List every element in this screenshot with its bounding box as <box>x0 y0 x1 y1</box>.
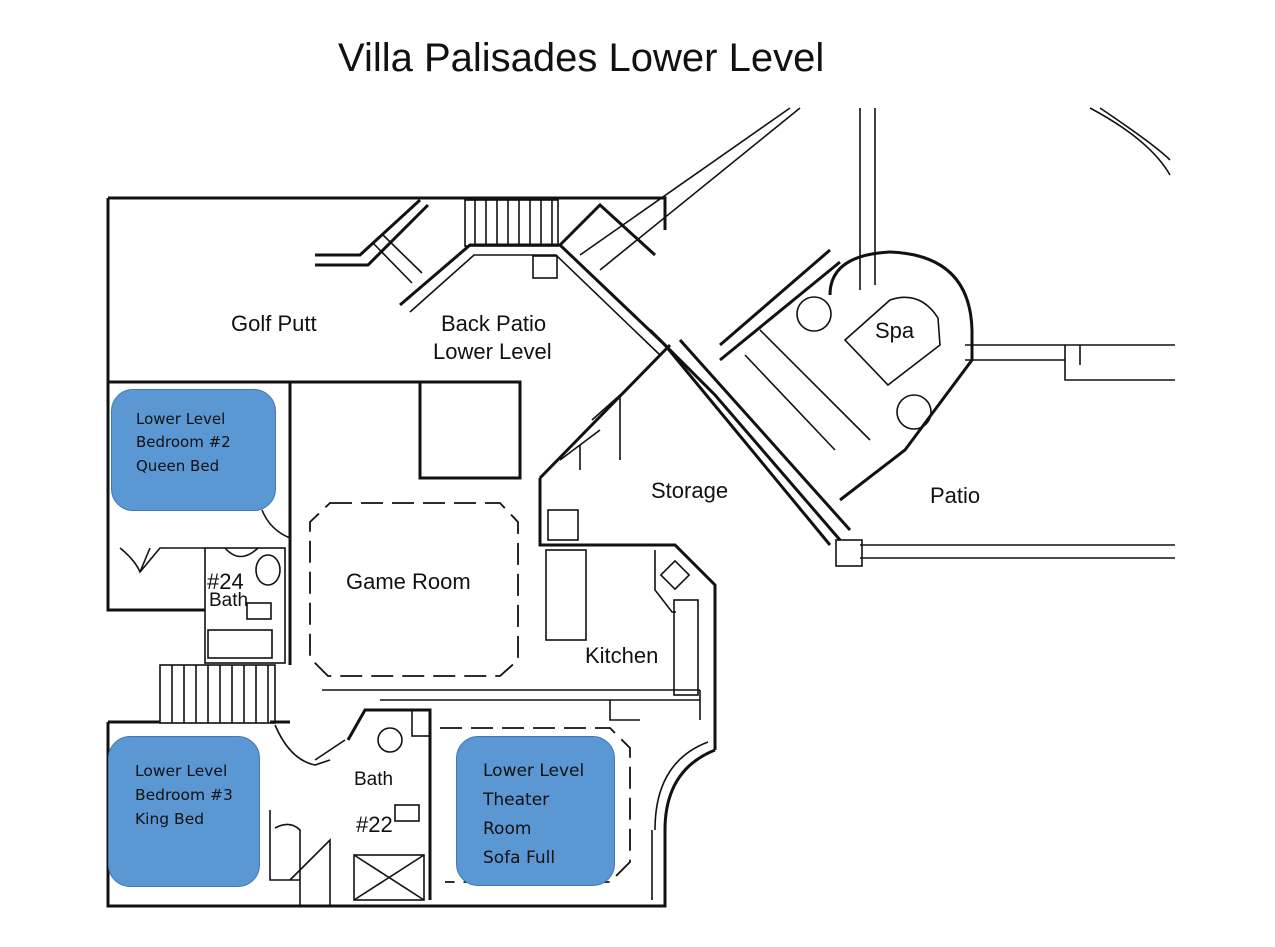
bedroom-2-door <box>261 509 291 539</box>
patio-walls <box>558 107 1175 567</box>
room-label-bath-22: Bath <box>354 769 393 790</box>
stairs-left <box>159 664 276 724</box>
bedroom-2-closet <box>119 547 205 574</box>
callout-line: King Bed <box>135 810 205 829</box>
room-label-back-patio-line2: Lower Level <box>433 339 552 364</box>
bedroom-2-callout: Lower Level Bedroom #2 Queen Bed <box>111 389 276 511</box>
theater-outline <box>440 727 631 883</box>
callout-line: Bedroom #2 <box>136 433 231 452</box>
room-label-kitchen: Kitchen <box>585 643 658 668</box>
bath-22-fixtures <box>346 708 432 901</box>
callout-line: Queen Bed <box>136 456 220 475</box>
bath-24-fixtures <box>204 547 286 664</box>
room-label-game-room: Game Room <box>346 569 471 594</box>
page-title: Villa Palisades Lower Level <box>338 36 825 80</box>
room-label-spa: Spa <box>875 318 915 343</box>
callout-line: Theater <box>483 789 550 810</box>
room-label-back-patio-line1: Back Patio <box>441 311 546 336</box>
callout-line: Lower Level <box>136 410 226 428</box>
hall-door-swings <box>269 724 346 905</box>
callout-line: Bedroom #3 <box>135 786 233 805</box>
game-room-outline <box>309 502 519 677</box>
bedroom-3-callout: Lower Level Bedroom #3 King Bed <box>108 736 260 887</box>
spa-structure <box>719 248 974 502</box>
room-label-bath-22-number: #22 <box>356 812 393 837</box>
callout-line: Sofa Full <box>483 847 556 868</box>
back-patio-rail <box>315 198 667 356</box>
theater-room-callout: Lower Level Theater Room Sofa Full <box>456 736 615 886</box>
room-label-bath-24: Bath <box>209 590 248 611</box>
exterior-walls <box>106 196 717 908</box>
callout-line: Lower Level <box>483 761 585 781</box>
room-label-bath-24-number: #24 <box>207 569 244 594</box>
callout-line: Room <box>483 818 532 839</box>
room-label-patio: Patio <box>930 483 980 508</box>
room-label-golf-putt: Golf Putt <box>231 311 317 336</box>
kitchen-fixtures <box>322 393 701 721</box>
callout-line: Lower Level <box>135 762 228 780</box>
room-label-storage: Storage <box>651 478 728 503</box>
stairs-top <box>464 199 559 247</box>
